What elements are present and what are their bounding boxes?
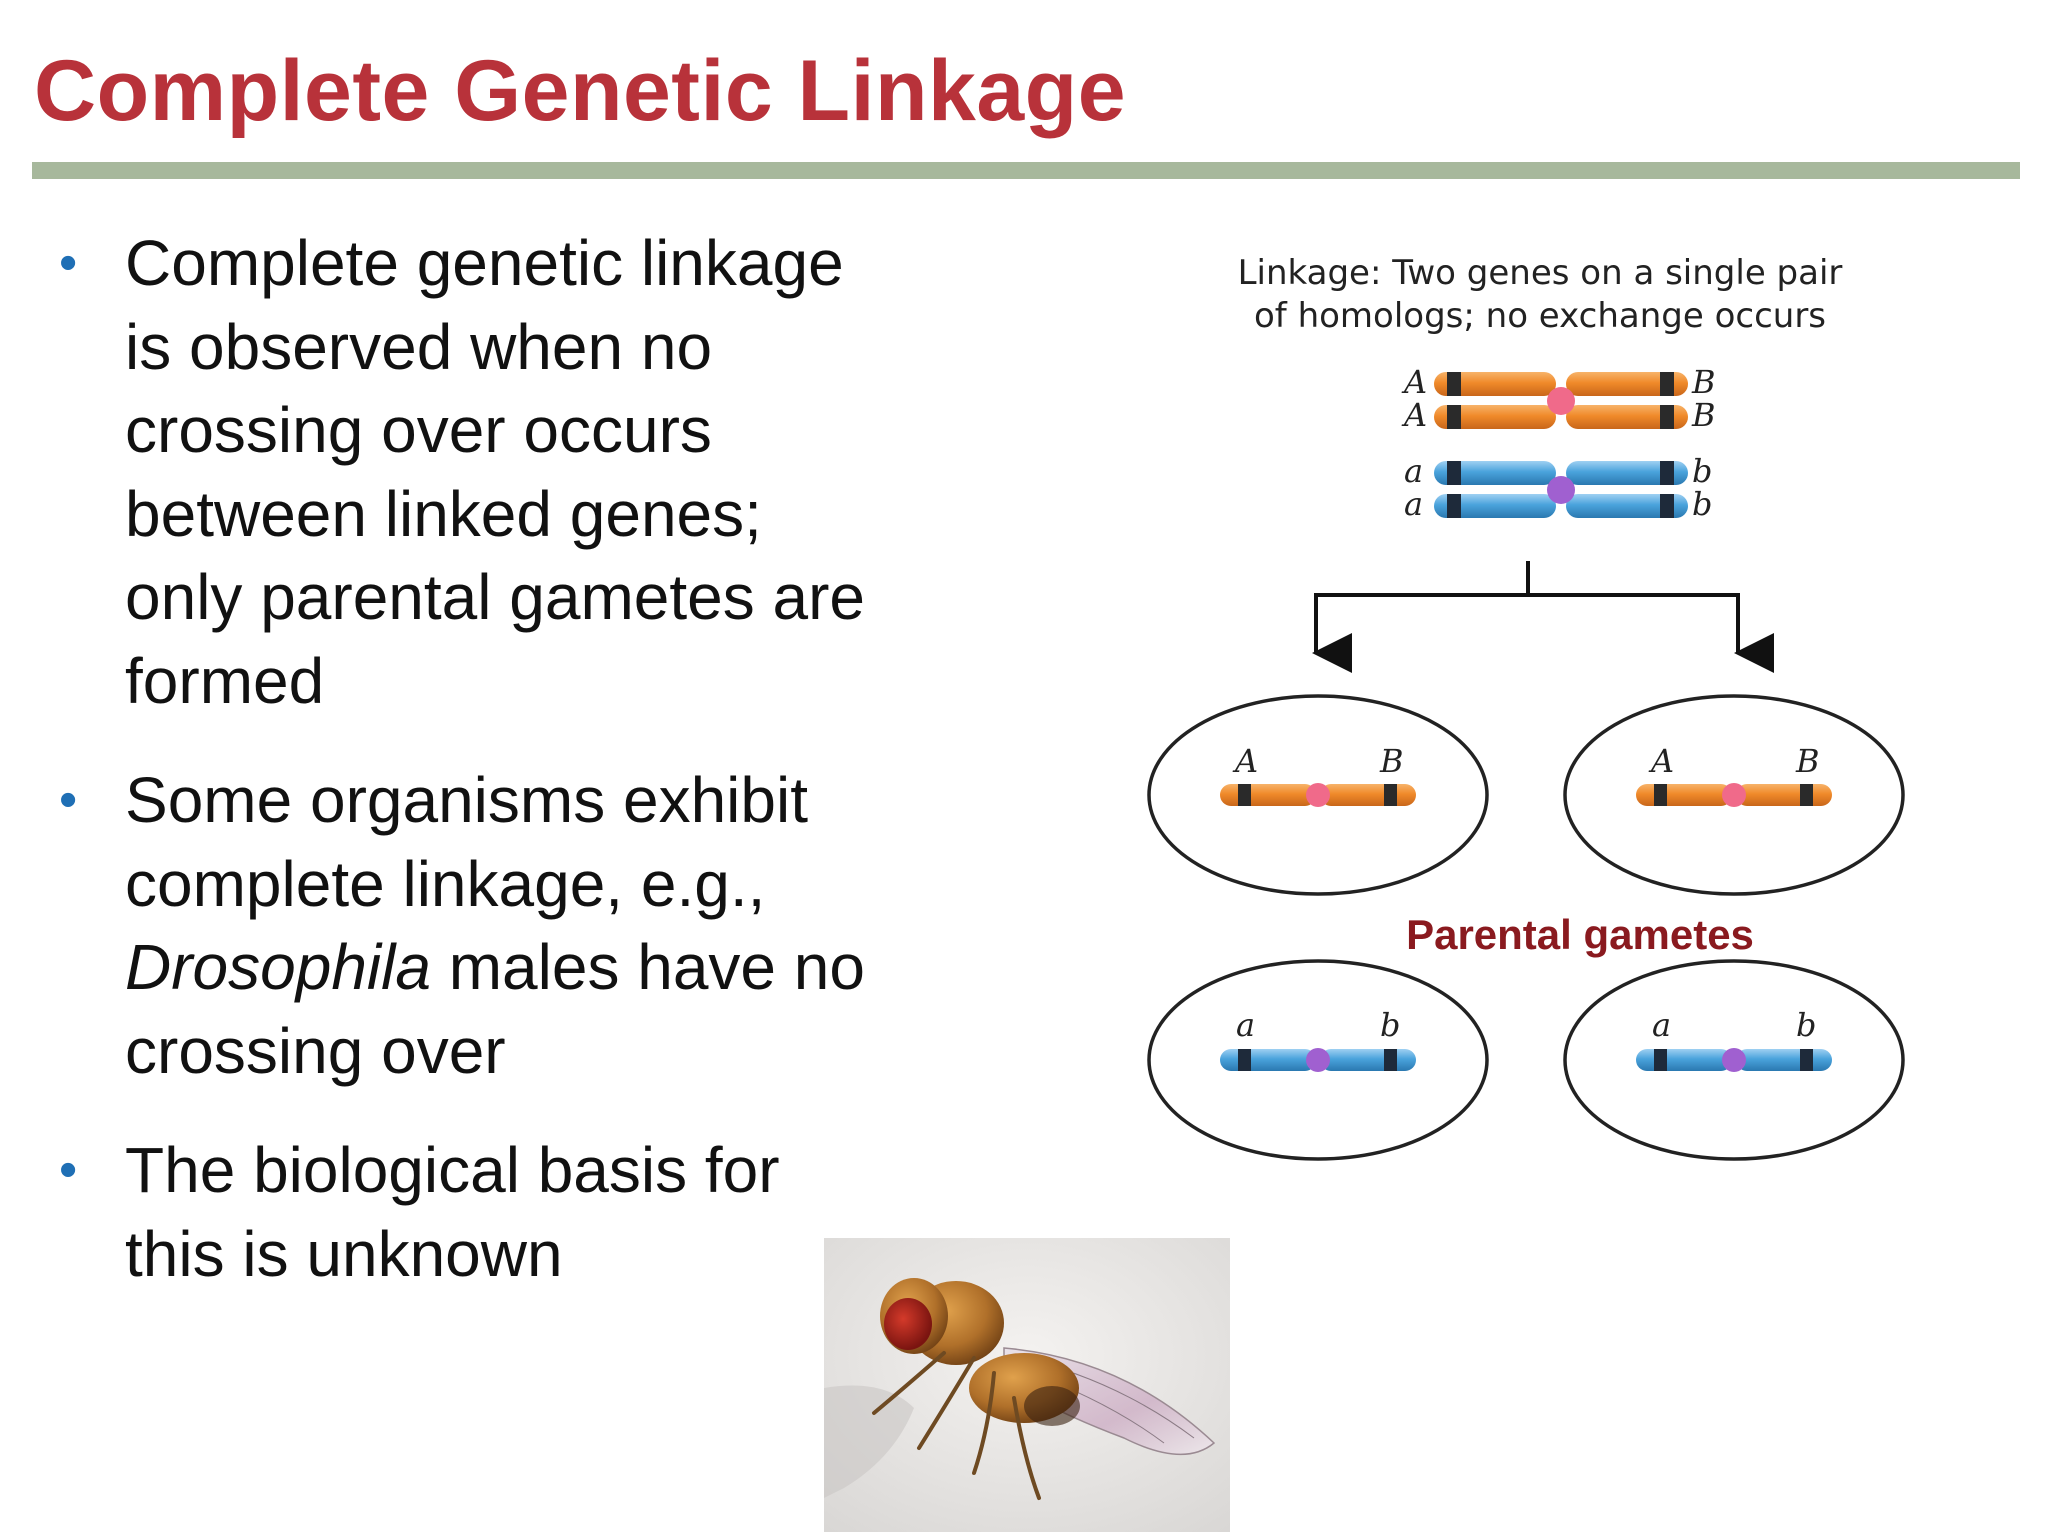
bullet-1-line-5: only parental gametes are: [125, 561, 865, 633]
bullet-1-line-6: formed: [125, 644, 325, 717]
bullet-3-line-1: The biological basis for: [125, 1134, 780, 1206]
diagram-title-line-1: Linkage: Two genes on a single pair: [1237, 253, 1843, 293]
allele-label: b: [1692, 452, 1713, 490]
linkage-diagram-graphics: [1147, 372, 1905, 1161]
bullet-item-3: • The biological basis for this is unkno…: [55, 1129, 955, 1296]
species-name: Drosophila: [125, 931, 431, 1003]
allele-label: a: [1652, 1006, 1672, 1044]
allele-label: a: [1404, 452, 1424, 490]
gamete-cell-orange-2: [1563, 694, 1905, 896]
allele-label: A: [1651, 742, 1675, 780]
allele-label: B: [1692, 363, 1716, 401]
allele-label: B: [1380, 742, 1404, 780]
allele-label: A: [1404, 396, 1428, 434]
allele-label: B: [1796, 742, 1820, 780]
allele-label: B: [1692, 396, 1716, 434]
bullet-2-line-3-rest: males have no: [430, 931, 865, 1003]
allele-label: A: [1404, 363, 1428, 401]
gamete-cell-orange-1: [1147, 694, 1489, 896]
top-orange-chromosome-pair: [1434, 372, 1688, 429]
gamete-cell-blue-1: [1147, 959, 1489, 1161]
title-divider: [32, 162, 2020, 179]
bullet-dot-icon: •: [59, 234, 78, 292]
bullet-dot-icon: •: [59, 771, 78, 829]
division-arrows: [1312, 561, 1774, 673]
allele-label: b: [1692, 485, 1713, 523]
allele-label: A: [1235, 742, 1259, 780]
allele-label: a: [1236, 1006, 1256, 1044]
bullet-2-line-1: Some organisms exhibit: [125, 764, 808, 836]
slide-title: Complete Genetic Linkage: [34, 43, 1127, 139]
allele-label: b: [1380, 1006, 1401, 1044]
bullet-item-2: • Some organisms exhibit complete linkag…: [55, 759, 955, 1093]
top-blue-chromosome-pair: [1434, 461, 1688, 518]
fruit-fly-photo: [824, 1238, 1230, 1532]
bullet-item-1: • Complete genetic linkage is observed w…: [55, 222, 955, 723]
bullet-1-line-1: Complete genetic linkage: [125, 227, 844, 299]
allele-label: b: [1796, 1006, 1817, 1044]
bullet-1-line-3: crossing over occurs: [125, 394, 712, 466]
bullet-2-line-4: crossing over: [125, 1014, 506, 1087]
allele-label: a: [1404, 485, 1424, 523]
parental-gametes-caption: Parental gametes: [1406, 911, 1754, 958]
bullet-1-line-4: between linked genes;: [125, 477, 762, 550]
diagram-title-line-2: of homologs; no exchange occurs: [1253, 296, 1827, 336]
bullet-2-line-2: complete linkage, e.g.,: [125, 847, 766, 920]
gamete-cell-blue-2: [1563, 959, 1905, 1161]
bullet-2-line-3: Drosophila males have no: [125, 926, 955, 1010]
bullet-1-line-2: is observed when no: [125, 310, 713, 383]
bullet-dot-icon: •: [59, 1141, 78, 1199]
fruit-fly-illustration: [824, 1238, 1230, 1532]
linkage-diagram: Linkage: Two genes on a single pair of h…: [1140, 235, 1940, 1195]
bullet-3-line-2: this is unknown: [125, 1217, 563, 1290]
bullet-list: • Complete genetic linkage is observed w…: [55, 222, 955, 1296]
